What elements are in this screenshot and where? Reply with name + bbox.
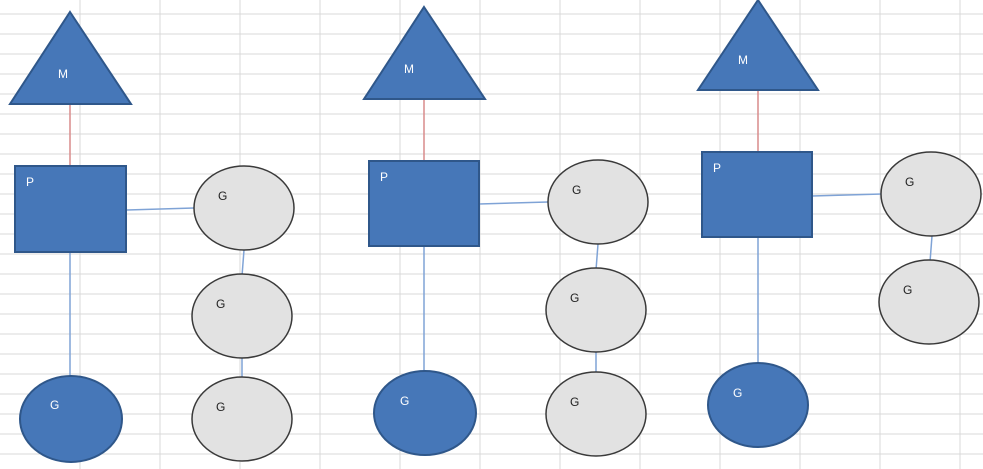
machine-triangle	[362, 5, 487, 100]
queued-goroutine	[193, 165, 295, 251]
queued-goroutine	[191, 376, 293, 462]
running-goroutine-label: G	[733, 386, 742, 400]
processor-label: P	[380, 170, 388, 184]
processor-label: P	[26, 175, 34, 189]
machine-label: M	[404, 62, 414, 76]
queued-goroutine-label: G	[905, 175, 914, 189]
queued-goroutine-label: G	[572, 183, 581, 197]
queued-goroutine-label: G	[570, 291, 579, 305]
machine-triangle	[8, 10, 133, 105]
processor-box	[368, 160, 480, 247]
running-goroutine	[373, 370, 477, 456]
processor-queue-link	[125, 207, 195, 211]
queued-goroutine-label: G	[903, 283, 912, 297]
queued-goroutine-label: G	[218, 189, 227, 203]
processor-label: P	[713, 161, 721, 175]
running-goroutine	[707, 362, 809, 448]
queued-goroutine	[545, 267, 647, 353]
machine-label: M	[738, 53, 748, 67]
scheduler-group-1: M P G G G G	[8, 10, 295, 463]
scheduler-group-2: M P G G G G	[362, 5, 649, 457]
queued-goroutine	[545, 371, 647, 457]
queued-goroutine-label: G	[216, 400, 225, 414]
queued-goroutine	[878, 259, 980, 345]
queue-link	[595, 243, 599, 271]
queued-goroutine	[880, 151, 982, 237]
processor-queue-link	[811, 193, 883, 197]
queued-goroutine	[191, 273, 293, 359]
queued-goroutine-label: G	[570, 395, 579, 409]
running-goroutine-label: G	[400, 394, 409, 408]
scheduler-group-3: M P G G G	[696, 0, 982, 448]
processor-queue-link	[478, 201, 549, 205]
running-goroutine	[19, 375, 123, 463]
queue-link	[241, 249, 245, 277]
queued-goroutine-label: G	[216, 297, 225, 311]
processor-box	[14, 165, 127, 253]
machine-triangle	[696, 0, 820, 91]
queue-link	[929, 235, 933, 263]
machine-label: M	[58, 67, 68, 81]
queued-goroutine	[547, 159, 649, 245]
processor-box	[701, 151, 813, 238]
running-goroutine-label: G	[50, 398, 59, 412]
